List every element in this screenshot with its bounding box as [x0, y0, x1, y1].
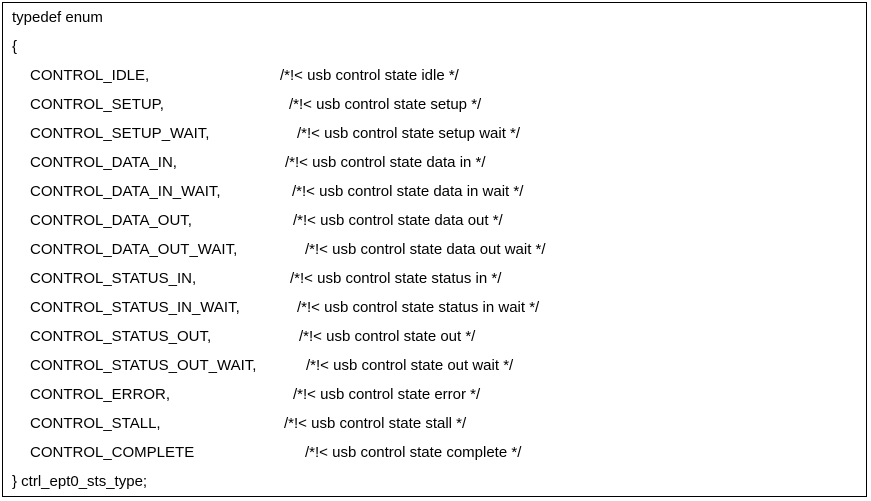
- member-comment: /*!< usb control state status in */: [290, 270, 502, 287]
- member-comment: /*!< usb control state data out wait */: [305, 241, 546, 258]
- typedef-line: typedef enum: [12, 9, 103, 26]
- member-name: CONTROL_STATUS_IN,: [30, 270, 197, 287]
- member-name: CONTROL_DATA_OUT_WAIT,: [30, 241, 238, 258]
- member-comment: /*!< usb control state data in */: [285, 154, 486, 171]
- member-comment: /*!< usb control state out */: [299, 328, 476, 345]
- member-name: CONTROL_ERROR,: [30, 386, 171, 403]
- member-comment: /*!< usb control state data in wait */: [292, 183, 524, 200]
- member-comment: /*!< usb control state idle */: [280, 67, 459, 84]
- member-name: CONTROL_STALL,: [30, 415, 161, 432]
- open-brace: {: [12, 38, 18, 55]
- member-name: CONTROL_COMPLETE: [30, 444, 195, 461]
- member-name: CONTROL_SETUP,: [30, 96, 164, 113]
- member-name: CONTROL_DATA_IN,: [30, 154, 177, 171]
- member-name: CONTROL_SETUP_WAIT,: [30, 125, 210, 142]
- member-name: CONTROL_STATUS_OUT,: [30, 328, 212, 345]
- member-comment: /*!< usb control state data out */: [293, 212, 503, 229]
- member-name: CONTROL_DATA_OUT,: [30, 212, 192, 229]
- member-comment: /*!< usb control state setup wait */: [297, 125, 521, 142]
- typedef-footer: } ctrl_ept0_sts_type;: [12, 473, 148, 490]
- member-comment: /*!< usb control state complete */: [305, 444, 522, 461]
- member-name: CONTROL_IDLE,: [30, 67, 150, 84]
- member-name: CONTROL_STATUS_IN_WAIT,: [30, 299, 240, 316]
- member-comment: /*!< usb control state error */: [293, 386, 481, 403]
- member-name: CONTROL_STATUS_OUT_WAIT,: [30, 357, 257, 374]
- member-comment: /*!< usb control state out wait */: [306, 357, 514, 374]
- member-comment: /*!< usb control state status in wait */: [297, 299, 540, 316]
- member-comment: /*!< usb control state setup */: [289, 96, 482, 113]
- member-name: CONTROL_DATA_IN_WAIT,: [30, 183, 221, 200]
- member-comment: /*!< usb control state stall */: [284, 415, 467, 432]
